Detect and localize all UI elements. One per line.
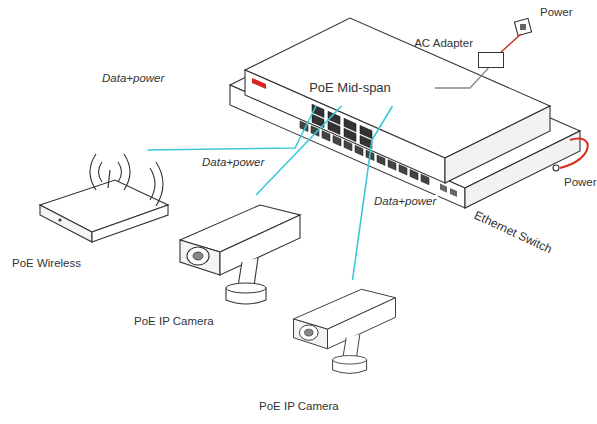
edge-label: Data+power bbox=[100, 72, 166, 86]
midspan-box: PoE Mid-span bbox=[265, 70, 435, 106]
node-label: PoE Mid-span bbox=[309, 80, 391, 96]
ac-adapter-box: AC Adapter bbox=[478, 52, 504, 68]
wireless-router-drawing bbox=[40, 154, 168, 242]
edge-label: Data+power bbox=[372, 195, 438, 209]
power-cable bbox=[435, 68, 488, 88]
camera-box: PoE IP Camera bbox=[255, 280, 405, 418]
data-power-cable bbox=[256, 106, 342, 195]
ip-camera-drawing bbox=[294, 289, 396, 373]
node-label: PoE Wireless bbox=[12, 257, 176, 271]
camera-box: PoE IP Camera bbox=[130, 195, 310, 333]
power-wiring bbox=[500, 18, 588, 171]
power-label: Power bbox=[538, 6, 575, 20]
data-power-cable bbox=[147, 106, 316, 150]
wireless-box: PoE Wireless bbox=[8, 150, 176, 275]
edge-label: Data+power bbox=[200, 156, 266, 170]
ip-camera-drawing bbox=[180, 205, 300, 304]
node-label: PoE IP Camera bbox=[259, 400, 405, 414]
switch-label-box: Ethernet Switch bbox=[470, 208, 568, 267]
node-label: Ethernet Switch bbox=[472, 208, 569, 263]
power-label: Power bbox=[562, 176, 597, 190]
data-power-cable bbox=[353, 106, 393, 280]
node-label: PoE IP Camera bbox=[134, 315, 310, 329]
node-label: AC Adapter bbox=[414, 37, 473, 51]
